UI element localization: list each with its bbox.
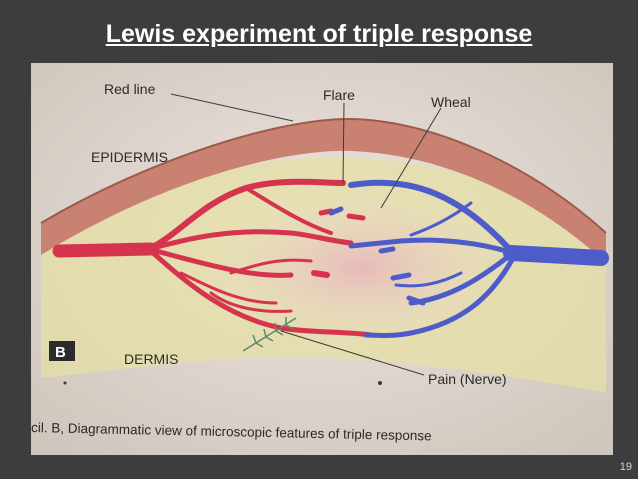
- label-pain-nerve: Pain (Nerve): [428, 371, 507, 387]
- label-flare: Flare: [323, 87, 355, 103]
- epidermis-layer: [41, 118, 606, 263]
- arterioles: [52, 178, 374, 338]
- red-line-leader: [170, 93, 294, 122]
- label-epidermis: EPIDERMIS: [91, 149, 168, 165]
- wheal-leader: [380, 107, 442, 209]
- slide-title: Lewis experiment of triple response: [105, 20, 533, 48]
- label-wheal: Wheal: [431, 94, 471, 110]
- venules: [328, 179, 609, 338]
- speck: [63, 381, 67, 385]
- triple-response-diagram: Red line Flare Wheal EPIDERMIS DERMIS Pa…: [31, 63, 613, 455]
- nerve-ending: [242, 317, 297, 352]
- panel-letter: B: [55, 344, 66, 361]
- pain-leader: [280, 330, 425, 376]
- page-number: 19: [619, 461, 632, 473]
- leader-lines: [170, 93, 442, 376]
- label-red-line: Red line: [104, 81, 156, 97]
- epidermis-edge: [40, 117, 607, 234]
- speck: [378, 381, 382, 385]
- flare-leader: [342, 102, 345, 184]
- label-dermis: DERMIS: [124, 351, 178, 367]
- panel-badge: [49, 341, 75, 361]
